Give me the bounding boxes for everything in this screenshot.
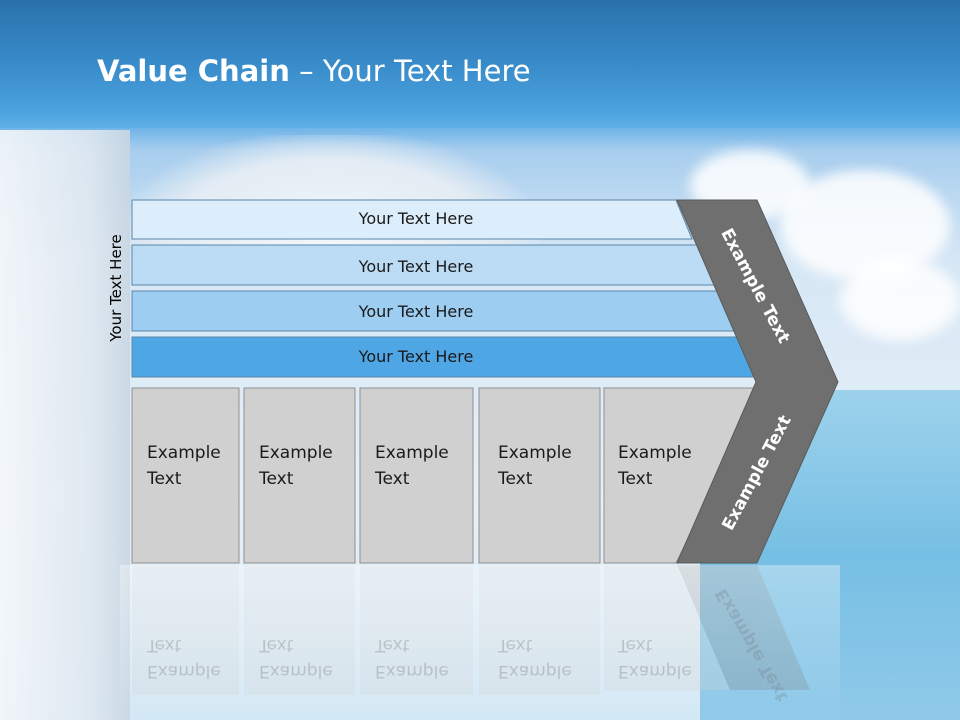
primary-box-5[interactable] [603,387,763,564]
support-row-3-label: Your Text Here [358,302,474,321]
background-cloud [840,260,960,340]
reflection-text: Example Text [147,635,221,681]
primary-box-2-label: Example Text [259,443,333,489]
reflection-text: Example Text [375,635,449,681]
background-cloud [780,170,950,280]
primary-box-4-label: Example Text [498,443,572,489]
primary-box-3[interactable] [359,387,474,564]
slide-title: Value Chain – Your Text Here [97,54,531,88]
support-row-2-label: Your Text Here [358,257,474,276]
title-separator: – [289,54,323,88]
primary-box-2[interactable] [243,387,356,564]
primary-box-1[interactable] [131,387,240,564]
title-banner [0,0,960,128]
primary-box-3-label: Example Text [375,443,449,489]
reflection-text: Example Text [618,635,692,681]
title-bold-part: Value Chain [97,54,290,88]
reflection-fade [120,565,840,720]
reflection-text: Example Text [259,635,333,681]
primary-box-1-label: Example Text [147,443,221,489]
title-rest-part: Your Text Here [322,54,531,88]
primary-box-5-label: Example Text [618,443,692,489]
support-row-1-label: Your Text Here [358,209,474,228]
support-row-1[interactable] [131,199,693,240]
reflection-text: Example Text [498,635,572,681]
margin-arrow[interactable] [676,199,839,564]
support-row-4-label: Your Text Here [358,347,474,366]
background-wall [0,130,130,720]
primary-box-4[interactable] [478,387,601,564]
